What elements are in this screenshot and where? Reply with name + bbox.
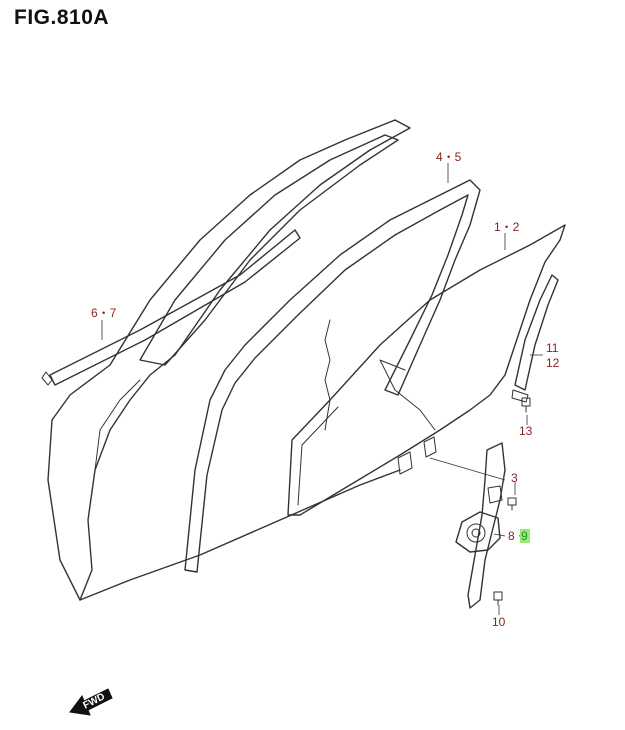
fwd-arrow-icon: FWD	[69, 688, 113, 716]
fwd-label: FWD	[81, 691, 106, 711]
window-regulator	[455, 442, 506, 609]
glass-run-channel	[184, 179, 481, 573]
callout-11: 11	[546, 341, 559, 355]
belt-molding	[41, 229, 301, 386]
callout-12: 12	[546, 356, 560, 370]
callout-10: 10	[492, 615, 506, 629]
callout-13: 13	[519, 424, 533, 438]
bolt-3	[507, 497, 517, 511]
callout-9: 9	[521, 529, 528, 543]
bolt-10	[493, 591, 503, 606]
bolt-13	[521, 397, 531, 413]
door-panel	[47, 119, 436, 601]
callout-4-5: 4・5	[436, 150, 462, 164]
callout-1-2: 1・2	[494, 220, 520, 234]
leader-lines	[101, 163, 543, 615]
callout-9-highlight	[520, 529, 530, 543]
figure-title: FIG.810A	[14, 6, 110, 29]
rear-guide-channel	[511, 274, 559, 403]
door-glass	[287, 224, 566, 516]
callout-6-7: 6・7	[91, 306, 117, 320]
callout-3: 3	[511, 471, 518, 485]
glass-clips	[397, 436, 437, 475]
